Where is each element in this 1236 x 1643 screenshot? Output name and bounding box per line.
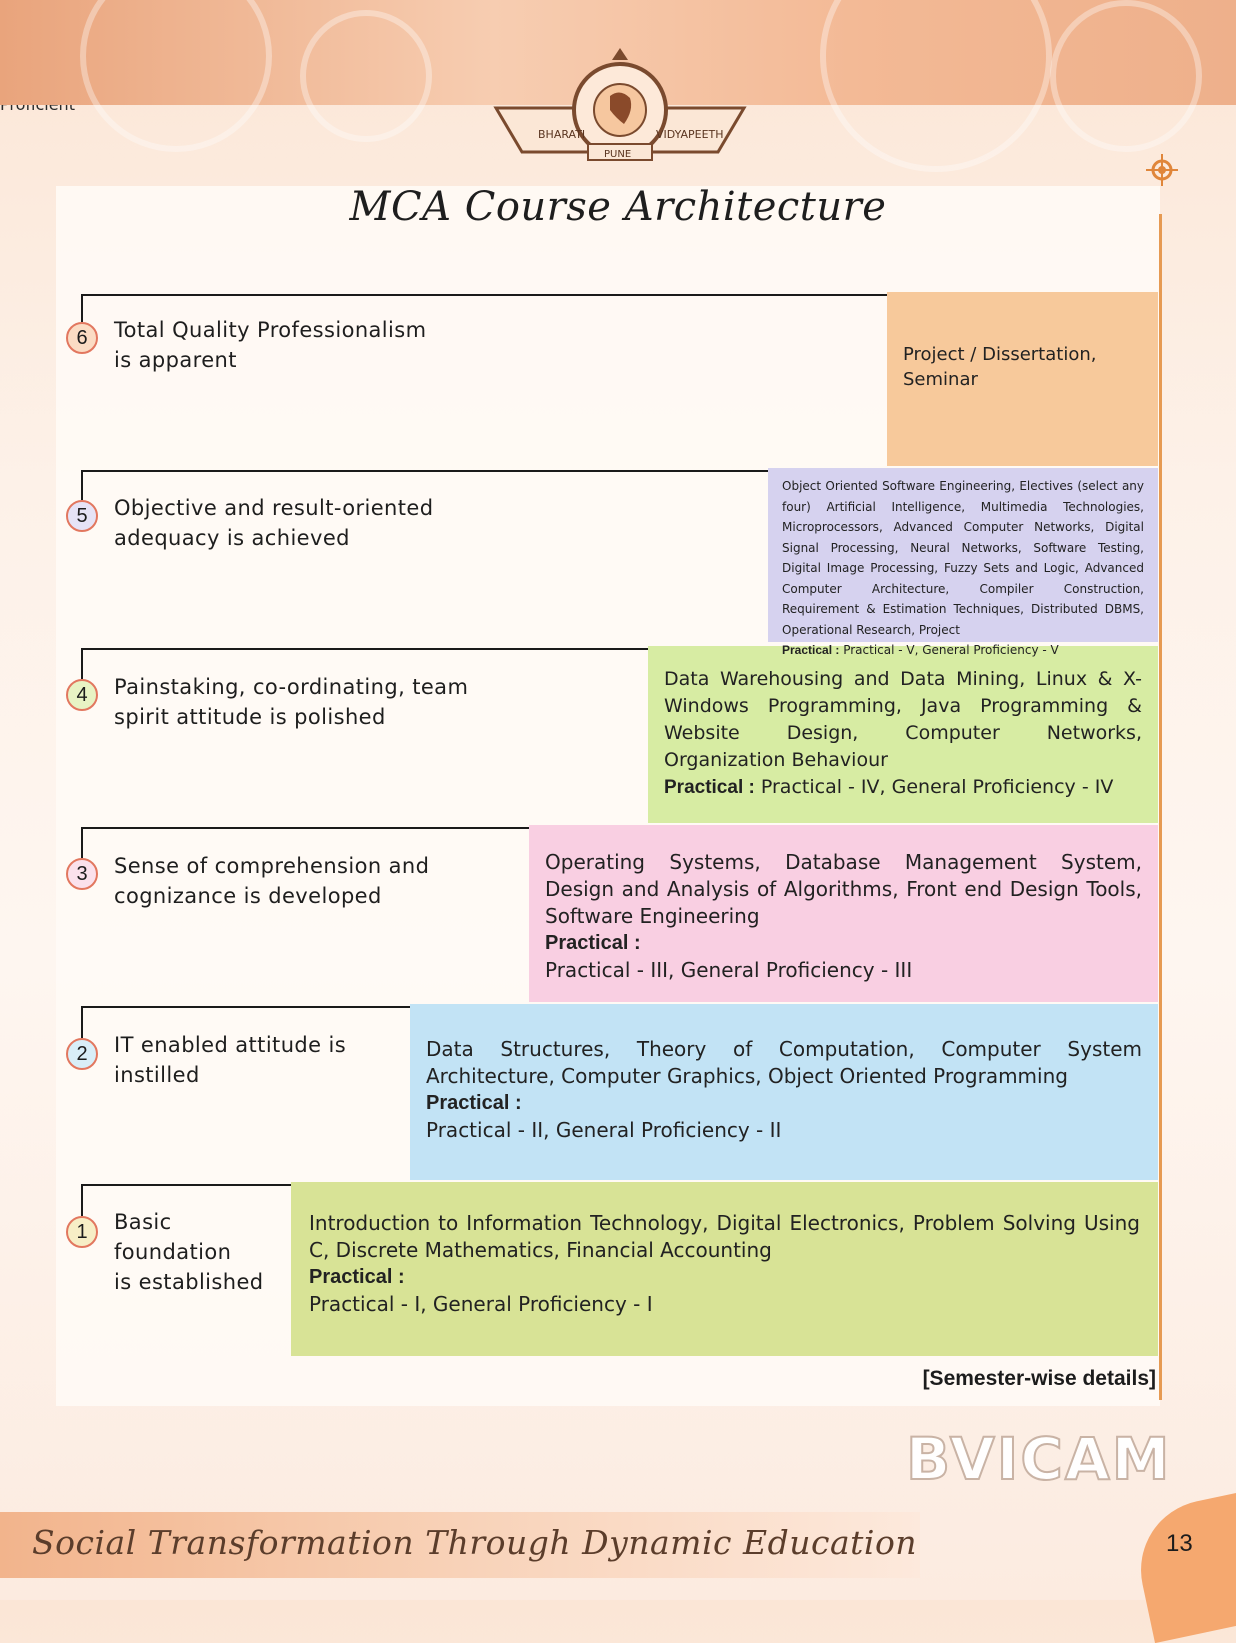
practical-label: Practical : [426, 1090, 1142, 1117]
tier-outcome-line: Painstaking, co-ordinating, team [114, 672, 574, 702]
page-number: 13 [1166, 1530, 1193, 1558]
tier-subjects-box: Object Oriented Software Engineering, El… [768, 468, 1158, 642]
tier-subjects-box: Introduction to Information Technology, … [291, 1182, 1158, 1356]
tier-subjects: Data Structures, Theory of Computation, … [426, 1036, 1142, 1090]
tier-number-badge: 4 [66, 679, 98, 711]
tier-connector [81, 1006, 410, 1008]
tier-outcome-line: Sense of comprehension and [114, 851, 514, 881]
tier-connector [81, 648, 648, 650]
tier-number-badge: 1 [66, 1216, 98, 1248]
practical-label: Practical : [309, 1264, 1140, 1291]
tier-practical-row: Practical : Practical - V, General Profi… [782, 640, 1144, 661]
tier-subjects: Data Warehousing and Data Mining, Linux … [664, 666, 1142, 774]
tier-connector-vertical [81, 470, 83, 500]
tier-connector-vertical [81, 1184, 83, 1216]
tier-connector [81, 827, 529, 829]
tier-connector-vertical [81, 648, 83, 679]
practical-value: Practical - II, General Proficiency - II [426, 1117, 1142, 1144]
tier-outcome-line: adequacy is achieved [114, 523, 574, 553]
corner-swoosh [1128, 1487, 1236, 1643]
tier-practical-row: Practical : Practical - IV, General Prof… [664, 774, 1142, 801]
tier-outcome-line: Basic foundation [114, 1207, 289, 1267]
emblem-left-text: BHARATI [538, 128, 585, 141]
practical-value: Practical - I, General Proficiency - I [309, 1291, 1140, 1318]
tier-connector [81, 470, 768, 472]
semester-note: [Semester-wise details] [870, 1367, 1156, 1391]
tier-outcome-line: is established [114, 1267, 289, 1297]
right-divider [1159, 214, 1162, 1400]
tier-subjects: Project / Dissertation, Seminar [903, 342, 1142, 392]
tier-subjects: Operating Systems, Database Management S… [545, 849, 1142, 930]
practical-value: Practical - IV, General Proficiency - IV [761, 776, 1113, 798]
tier-subjects-box: Data Warehousing and Data Mining, Linux … [648, 646, 1158, 823]
tier-connector-vertical [81, 827, 83, 858]
university-emblem: BHARATI VIDYAPEETH PUNE [492, 48, 748, 166]
practical-value: Practical - III, General Proficiency - I… [545, 957, 1142, 984]
practical-label: Practical : [545, 930, 1142, 957]
tier-outcome-line: spirit attitude is polished [114, 702, 574, 732]
bvicam-logo: BVICAM [906, 1425, 1172, 1493]
tier-subjects-box: Project / Dissertation, Seminar [887, 292, 1158, 466]
tier-outcome-line: IT enabled attitude is [114, 1030, 404, 1060]
tier-connector [81, 1184, 291, 1186]
tier-connector-vertical [81, 1006, 83, 1038]
footer-tagline: Social Transformation Through Dynamic Ed… [32, 1523, 917, 1562]
tier-number-badge: 6 [66, 322, 98, 354]
emblem-bottom-text: PUNE [604, 149, 631, 160]
tier-number-badge: 3 [66, 858, 98, 890]
tier-number-badge: 5 [66, 500, 98, 532]
tier-outcome-line: cognizance is developed [114, 881, 514, 911]
tier-connector-vertical [81, 294, 83, 322]
practical-value: Practical - V, General Proficiency - V [843, 643, 1059, 657]
tier-subjects: Object Oriented Software Engineering, El… [782, 476, 1144, 640]
tier-subjects-box: Data Structures, Theory of Computation, … [410, 1004, 1158, 1180]
tier-number-badge: 2 [66, 1038, 98, 1070]
practical-label: Practical : [782, 643, 839, 657]
page-title: MCA Course Architecture [0, 184, 1236, 230]
tier-outcome-line: instilled [114, 1060, 404, 1090]
crosshair-icon [1146, 154, 1178, 186]
tier-subjects: Introduction to Information Technology, … [309, 1210, 1140, 1264]
tier-connector [81, 294, 887, 296]
emblem-right-text: VIDYAPEETH [656, 128, 724, 141]
tier-outcome-line: is apparent [114, 345, 574, 375]
tier-outcome-line: Total Quality Professionalism [114, 315, 574, 345]
tier-subjects-box: Operating Systems, Database Management S… [529, 825, 1158, 1002]
tier-outcome-line: Objective and result-oriented [114, 493, 574, 523]
practical-label: Practical : [664, 777, 755, 798]
